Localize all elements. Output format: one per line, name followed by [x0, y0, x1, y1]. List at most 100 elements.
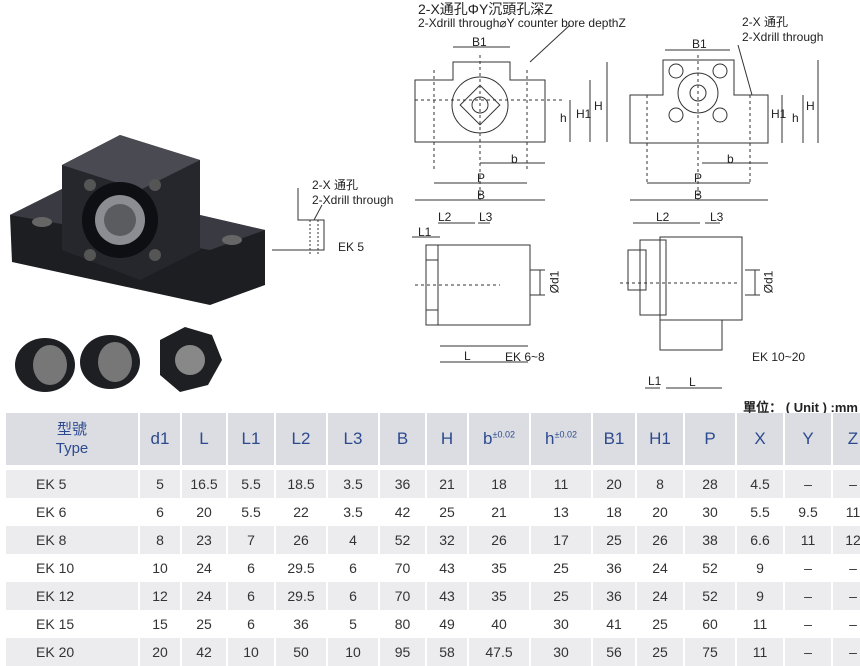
cell-h: 49 — [439, 616, 455, 632]
cell-l3: 6 — [328, 582, 378, 610]
cell-p: 75 — [685, 638, 735, 666]
header-l: L — [182, 413, 226, 465]
cell-p: 28 — [685, 470, 735, 498]
cell-b: 47.5 — [469, 638, 529, 666]
cell-p: 52 — [685, 582, 735, 610]
cell-l: 25 — [196, 616, 212, 632]
cell-b1: 56 — [593, 638, 635, 666]
cell-l3: 10 — [328, 638, 378, 666]
cell-h: 30 — [553, 616, 569, 632]
header-h-lower-label: h — [545, 429, 555, 448]
cell-l1: 5.5 — [241, 504, 261, 520]
dim-h-right: H — [806, 99, 815, 113]
cell-d1: 20 — [140, 638, 180, 666]
cell-l3: 3.5 — [343, 504, 363, 520]
cell-h: 30 — [531, 638, 591, 666]
header-x: X — [737, 413, 783, 465]
cell-p: 52 — [702, 560, 718, 576]
cell-b: 52 — [380, 526, 425, 554]
dim-h-small-right: h — [792, 111, 799, 125]
cell-l2: 22 — [293, 504, 309, 520]
cell-b1: 18 — [606, 504, 622, 520]
cell-b: 26 — [469, 526, 529, 554]
cell-h: 11 — [531, 470, 591, 498]
cell-l1: 7 — [228, 526, 274, 554]
dim-b-right: B — [694, 188, 703, 202]
cell-p: 60 — [702, 616, 718, 632]
cell-x: 9 — [756, 560, 764, 576]
cell-b: 18 — [469, 470, 529, 498]
cell-z: 12 — [833, 526, 860, 554]
header-l2: L2 — [276, 413, 326, 465]
cell-d1: 6 — [156, 504, 164, 520]
cell-l2: 50 — [276, 638, 326, 666]
header-h-lower: h±0.02 — [531, 413, 591, 465]
header-type-en: Type — [55, 440, 89, 457]
header-b-lower: b±0.02 — [469, 413, 529, 465]
dim-l1-ek1020: L1 — [648, 374, 662, 388]
cell-b: 36 — [380, 470, 425, 498]
cell-type: EK 5 — [6, 470, 138, 498]
header-b-lower-label: b — [483, 429, 493, 448]
cell-z: – — [833, 582, 860, 610]
header-z: Z — [833, 413, 860, 465]
note-top-right-en: 2-Xdrill through — [742, 30, 824, 44]
cell-x: 5.5 — [750, 504, 770, 520]
cell-l: 24 — [182, 582, 226, 610]
dim-l2-ek68: L2 — [438, 210, 452, 224]
header-type-cn: 型號 — [56, 421, 87, 438]
cell-x: 6.6 — [737, 526, 783, 554]
dim-l2-ek1020: L2 — [656, 210, 670, 224]
cell-b: 21 — [491, 504, 507, 520]
dim-h1-right: H1 — [771, 107, 787, 121]
dim-l-ek68: L — [464, 349, 471, 363]
cell-b: 42 — [394, 504, 411, 520]
cell-b: 40 — [491, 616, 507, 632]
cell-b: 35 — [491, 560, 507, 576]
header-l1: L1 — [228, 413, 274, 465]
cell-b: 95 — [380, 638, 425, 666]
unit-label: 單位： ( Unit ) :mm — [743, 400, 858, 415]
cell-h: 25 — [439, 504, 455, 520]
cell-x: 4.5 — [737, 470, 783, 498]
cell-b1: 41 — [606, 616, 622, 632]
cell-l2: 29.5 — [287, 560, 315, 576]
header-l3: L3 — [328, 413, 378, 465]
cell-b: 80 — [394, 616, 411, 632]
front-view-ek10-20 — [629, 44, 819, 201]
cell-h: 58 — [427, 638, 467, 666]
cell-d1: 10 — [152, 560, 168, 576]
cell-type: EK 15 — [36, 616, 75, 632]
cell-l1: 6 — [228, 582, 274, 610]
cell-l: 23 — [182, 526, 226, 554]
note-top-left-cn: 2-X通孔ΦY沉頭孔深Z — [418, 1, 553, 17]
cell-h1: 25 — [652, 616, 668, 632]
cell-l: 42 — [182, 638, 226, 666]
cell-l2: 26 — [276, 526, 326, 554]
cell-h1: 24 — [652, 560, 668, 576]
cell-x: 11 — [737, 638, 783, 666]
cell-h1: 20 — [652, 504, 668, 520]
cell-type: EK 10 — [36, 560, 75, 576]
dim-d1-ek1020: Ød1 — [761, 270, 776, 294]
cell-b1: 25 — [593, 526, 635, 554]
cell-h1: 24 — [637, 582, 683, 610]
dim-l3-ek68: L3 — [479, 210, 493, 224]
header-b1: B1 — [593, 413, 635, 465]
cell-b1: 20 — [593, 470, 635, 498]
cell-b1: 36 — [606, 560, 622, 576]
cell-y: – — [785, 470, 831, 498]
cell-l1: 10 — [228, 638, 274, 666]
cell-x: 11 — [752, 616, 768, 632]
collar-rings-photo — [15, 327, 222, 392]
note-ek5-cn: 2-X 通孔 — [312, 178, 359, 192]
dim-l-ek1020: L — [689, 375, 696, 389]
dim-p-right: P — [694, 171, 703, 185]
cell-l3: 6 — [349, 560, 357, 576]
